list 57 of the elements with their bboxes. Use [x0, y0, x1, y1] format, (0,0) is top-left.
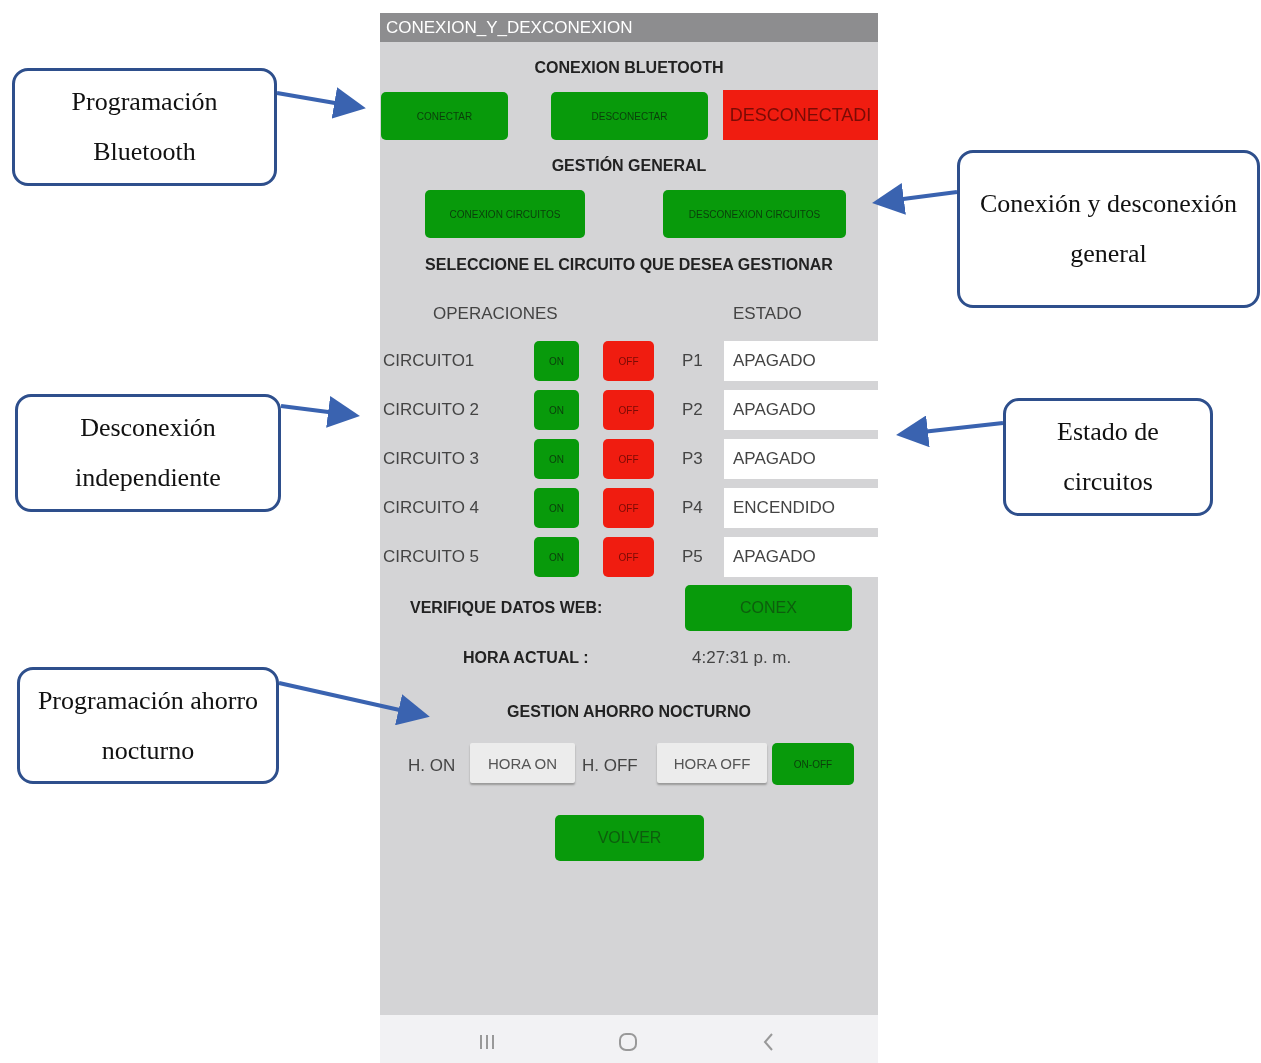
row-label: CIRCUITO 4 [383, 497, 481, 519]
arrow [280, 396, 360, 428]
status-field: ENCENDIDO [724, 488, 878, 528]
action-button: CONEXION CIRCUITOS [425, 190, 585, 238]
arrow [896, 415, 1004, 448]
time-picker-button: HORA ON [470, 743, 575, 783]
action-button: CONEX [685, 585, 852, 631]
arrow [278, 681, 430, 726]
screen-title-bar: CONEXION_Y_DEXCONEXION [380, 13, 878, 42]
row-label: P1 [682, 350, 704, 372]
row-label: P4 [682, 497, 704, 519]
row-label: P5 [682, 546, 704, 568]
status-field: APAGADO [724, 390, 878, 430]
arrow [276, 87, 366, 119]
status-field: APAGADO [724, 537, 878, 577]
status-field: APAGADO [724, 341, 878, 381]
action-button: ON-OFF [772, 743, 854, 785]
arrow [872, 183, 958, 215]
callout-box: Conexión y desconexión general [957, 150, 1260, 308]
on-button: ON [534, 537, 579, 577]
row-label: P3 [682, 448, 704, 470]
row-label: CIRCUITO 2 [383, 399, 481, 421]
section-heading: GESTION AHORRO NOCTURNO [506, 702, 752, 722]
action-button: VOLVER [555, 815, 704, 861]
action-button: DESCONECTAR [551, 92, 708, 140]
time-picker-button: HORA OFF [657, 743, 767, 783]
section-heading: CONEXION BLUETOOTH [533, 58, 725, 78]
callout-box: Desconexión independiente [15, 394, 281, 512]
on-button: ON [534, 390, 579, 430]
action-button: CONECTAR [381, 92, 508, 140]
row-label: OPERACIONES [433, 303, 559, 325]
section-heading: HORA ACTUAL : [463, 648, 590, 668]
off-button: OFF [603, 537, 654, 577]
section-heading: GESTIÓN GENERAL [550, 155, 708, 176]
section-heading: VERIFIQUE DATOS WEB: [410, 598, 604, 618]
row-label: CIRCUITO 5 [383, 546, 481, 568]
row-label: H. OFF [582, 755, 639, 777]
row-label: H. ON [408, 755, 457, 777]
status-field: APAGADO [724, 439, 878, 479]
callout-box: Estado de circuitos [1003, 398, 1213, 516]
row-label: CIRCUITO 3 [383, 448, 481, 470]
status-indicator: DESCONECTADI [723, 90, 878, 140]
off-button: OFF [603, 390, 654, 430]
callout-box: Programación Bluetooth [12, 68, 277, 186]
on-button: ON [534, 488, 579, 528]
time-text: 4:27:31 p. m. [692, 647, 793, 669]
off-button: OFF [603, 341, 654, 381]
row-label: CIRCUITO1 [383, 350, 476, 372]
off-button: OFF [603, 439, 654, 479]
on-button: ON [534, 341, 579, 381]
on-button: ON [534, 439, 579, 479]
row-label: P2 [682, 399, 704, 421]
action-button: DESCONEXION CIRCUITOS [663, 190, 846, 238]
row-label: ESTADO [733, 303, 803, 325]
off-button: OFF [603, 488, 654, 528]
section-heading: SELECCIONE EL CIRCUITO QUE DESEA GESTIONAR [424, 255, 834, 275]
callout-box: Programación ahorro nocturno [17, 667, 279, 784]
